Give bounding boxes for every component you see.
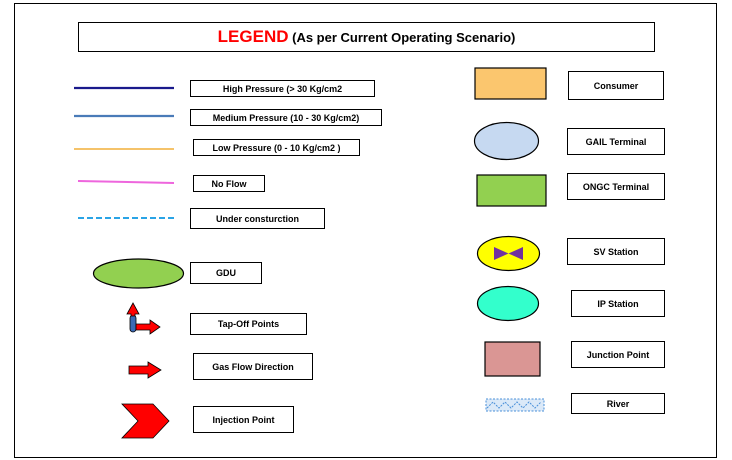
- tap-off-right-arrow: [135, 319, 161, 335]
- legend-label-sv-station: SV Station: [567, 238, 665, 265]
- junction-point-rectangle-icon: [484, 341, 541, 377]
- legend-label-low-pressure: Low Pressure (0 - 10 Kg/cm2 ): [193, 139, 360, 156]
- legend-label-river: River: [571, 393, 665, 414]
- river-box: [485, 398, 545, 412]
- junction-point-rectangle: [484, 341, 541, 377]
- under-construction-line-icon: [78, 217, 174, 219]
- legend-label-injection-point: Injection Point: [193, 406, 294, 433]
- legend-label-gdu: GDU: [190, 262, 262, 284]
- gail-terminal-ellipse: [473, 121, 540, 161]
- tap-off-stem: [129, 314, 137, 333]
- gdu-ellipse-icon: [92, 258, 185, 289]
- injection-chevron-icon: [121, 403, 170, 439]
- gas-flow-arrow-icon: [128, 361, 162, 379]
- no-flow-line: [77, 180, 175, 184]
- injection-chevron: [121, 403, 170, 439]
- legend-title-main: LEGEND: [217, 27, 289, 46]
- consumer-rectangle-icon: [474, 67, 547, 100]
- gail-terminal-ellipse-icon: [473, 121, 540, 161]
- no-flow-line-icon: [77, 180, 175, 184]
- legend-label-medium-pressure: Medium Pressure (10 - 30 Kg/cm2): [190, 109, 382, 126]
- legend-title-sub: (As per Current Operating Scenario): [292, 30, 516, 45]
- legend-label-ongc-terminal: ONGC Terminal: [567, 173, 665, 200]
- low-pressure-line-icon: [74, 148, 174, 150]
- sv-station-bowtie-left: [494, 247, 509, 260]
- legend-label-ip-station: IP Station: [571, 290, 665, 317]
- consumer-rectangle: [474, 67, 547, 100]
- ongc-terminal-rectangle-icon: [476, 174, 547, 207]
- ip-station-ellipse: [476, 285, 540, 322]
- legend-title: LEGEND (As per Current Operating Scenari…: [78, 22, 655, 52]
- tap-off-up-arrow: [126, 302, 140, 317]
- gdu-ellipse: [92, 258, 185, 289]
- legend-label-tap-off-points: Tap-Off Points: [190, 313, 307, 335]
- legend-label-under-construction: Under consturction: [190, 208, 325, 229]
- legend-label-consumer: Consumer: [568, 71, 664, 100]
- high-pressure-line-icon: [74, 86, 174, 90]
- river-icon: [485, 398, 545, 412]
- sv-station-bowtie-right: [508, 247, 523, 260]
- legend-label-no-flow: No Flow: [193, 175, 265, 192]
- legend-label-high-pressure: High Pressure (> 30 Kg/cm2: [190, 80, 375, 97]
- ip-station-ellipse-icon: [476, 285, 540, 322]
- legend-label-junction-point: Junction Point: [571, 341, 665, 368]
- tap-off-arrow-icon: [126, 302, 161, 335]
- legend-label-gas-flow-direction: Gas Flow Direction: [193, 353, 313, 380]
- ongc-terminal-rectangle: [476, 174, 547, 207]
- medium-pressure-line-icon: [74, 114, 174, 118]
- legend-frame: [14, 3, 717, 458]
- legend-label-gail-terminal: GAIL Terminal: [567, 128, 665, 155]
- sv-station-icon: [476, 235, 541, 272]
- gas-flow-arrow: [128, 361, 162, 379]
